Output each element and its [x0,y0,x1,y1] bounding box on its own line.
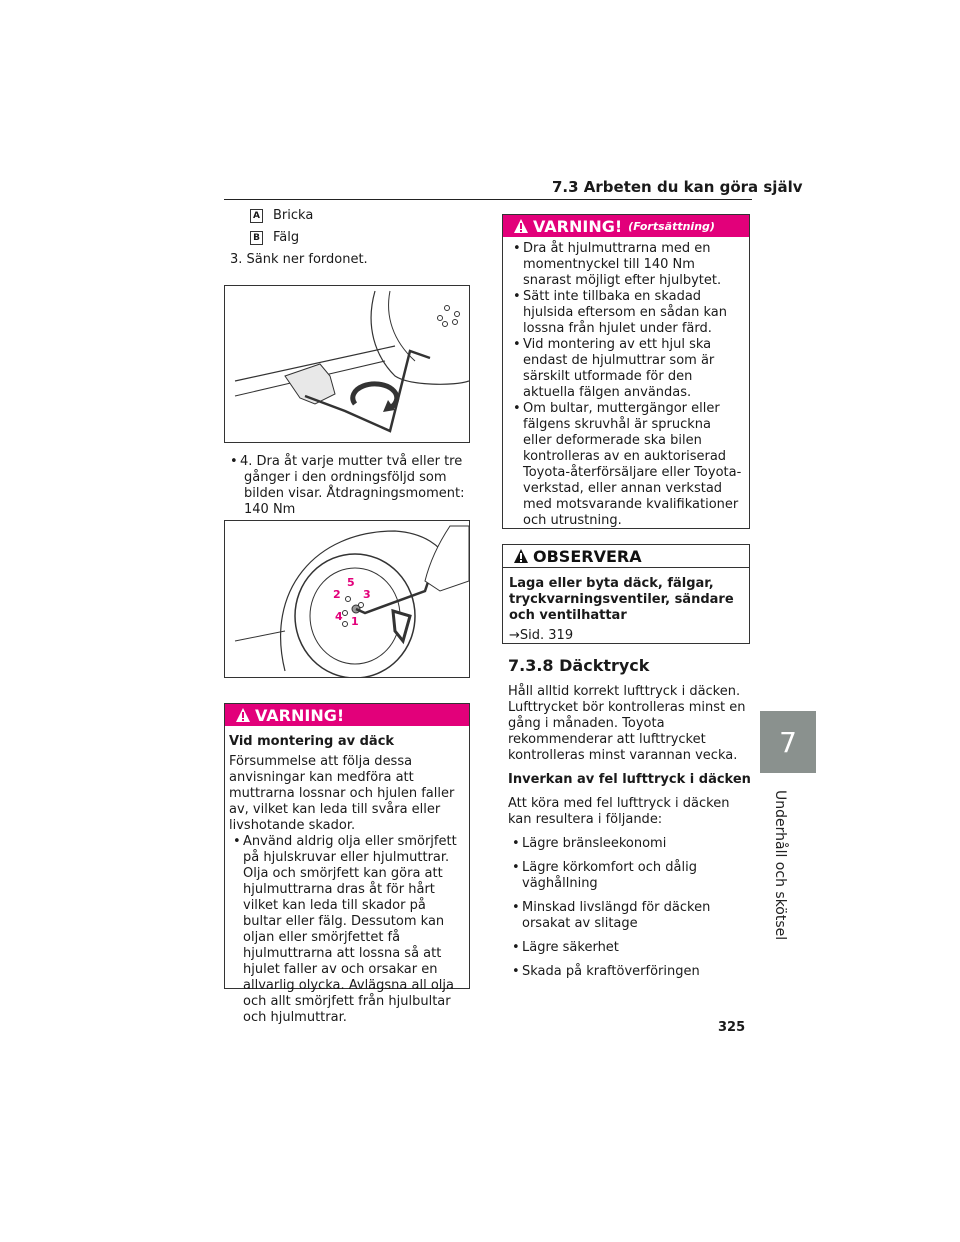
wheel-number-2: 2 [333,588,341,601]
header-rule [224,199,752,200]
wheel-figure: 5 2 3 4 1 [224,520,470,679]
warning-box: VARNING! Vid montering av däck Försummel… [224,703,470,1025]
wheel-number-1: 1 [351,615,359,628]
section-heading: 7.3.8 Däcktryck [508,656,650,675]
warning-intro: Försummelse att följa dessa anvisningar … [229,754,455,833]
legend-key-b: B [250,230,263,245]
chapter-number: 7 [779,726,797,759]
section-paragraph-2: Att köra med fel lufttryck i däcken kan … [508,796,730,827]
step-3: 3. Sänk ner fordonet. [230,252,368,267]
legend-label-b: Fälg [273,230,300,245]
section-body: Håll alltid korrekt lufttryck i däcken. … [508,684,752,980]
notice-box: OBSERVERA Laga eller byta däck, fälgar, … [502,544,750,644]
warning-icon [236,708,250,722]
page-number: 325 [718,1020,746,1035]
warning-continued-box: VARNING! (Fortsättning) Dra åt hjulmuttr… [502,214,750,529]
warning-continued-bullet-4: Om bultar, muttergängor eller fälgens sk… [509,401,743,529]
chapter-title: Underhåll och skötsel [772,790,788,941]
legend-key-a: A [250,208,263,223]
jack-figure [224,285,470,443]
notice-icon [514,549,528,563]
warning-continued-label: (Fortsättning) [628,219,715,233]
effect-item-2: Lägre körkomfort och dålig väghållning [508,860,752,892]
warning-title: VARNING! [255,705,345,725]
legend-list: A Bricka B Fälg 3. Sänk ner fordonet. [230,208,470,268]
effect-item-4: Lägre säkerhet [508,940,752,956]
wheel-number-4: 4 [335,610,343,623]
warning-subtitle: Vid montering av däck [229,734,395,749]
warning-continued-header: VARNING! (Fortsättning) [503,215,749,237]
chapter-title-vertical: Underhåll och skötsel [772,790,792,940]
notice-header: OBSERVERA [503,545,749,568]
jack-illustration [234,290,470,433]
warning-continued-bullet-3: Vid montering av ett hjul ska endast de … [509,337,743,401]
section-subheading: Inverkan av fel lufttryck i däcken [508,772,751,787]
wheel-number-5: 5 [347,576,355,589]
chapter-tab [760,711,816,773]
effect-item-5: Skada på kraftöverföringen [508,964,752,980]
warning-continued-title: VARNING! [533,216,623,236]
wheel-illustration: 5 2 3 4 1 [234,525,470,679]
legend-label-a: Bricka [273,208,314,223]
step-4: 4. Dra åt varje mutter två eller tre gån… [230,454,466,518]
effect-item-1: Lägre bränsleekonomi [508,836,752,852]
notice-subtitle: Laga eller byta däck, fälgar, tryckvarni… [509,576,734,623]
warning-icon [514,219,528,233]
warning-continued-bullet-1: Dra åt hjulmuttrarna med en momentnyckel… [509,241,743,289]
notice-reference-link[interactable]: →Sid. 319 [509,628,574,643]
wheel-number-3: 3 [363,588,371,601]
effect-item-3: Minskad livslängd för däcken orsakat av … [508,900,752,932]
warning-continued-bullet-2: Sätt inte tillbaka en skadad hjulsida ef… [509,289,743,337]
step-4-text: 4. Dra åt varje mutter två eller tre gån… [230,454,466,518]
legend-item-a: A Bricka [250,208,470,224]
warning-bullet: Använd aldrig olja eller smörjfett på hj… [229,834,463,1026]
warning-header: VARNING! [225,704,469,726]
section-header: 7.3 Arbeten du kan göra själv [552,178,803,196]
section-paragraph-1: Håll alltid korrekt lufttryck i däcken. … [508,684,746,763]
legend-item-b: B Fälg [250,230,470,246]
notice-title: OBSERVERA [533,546,642,566]
